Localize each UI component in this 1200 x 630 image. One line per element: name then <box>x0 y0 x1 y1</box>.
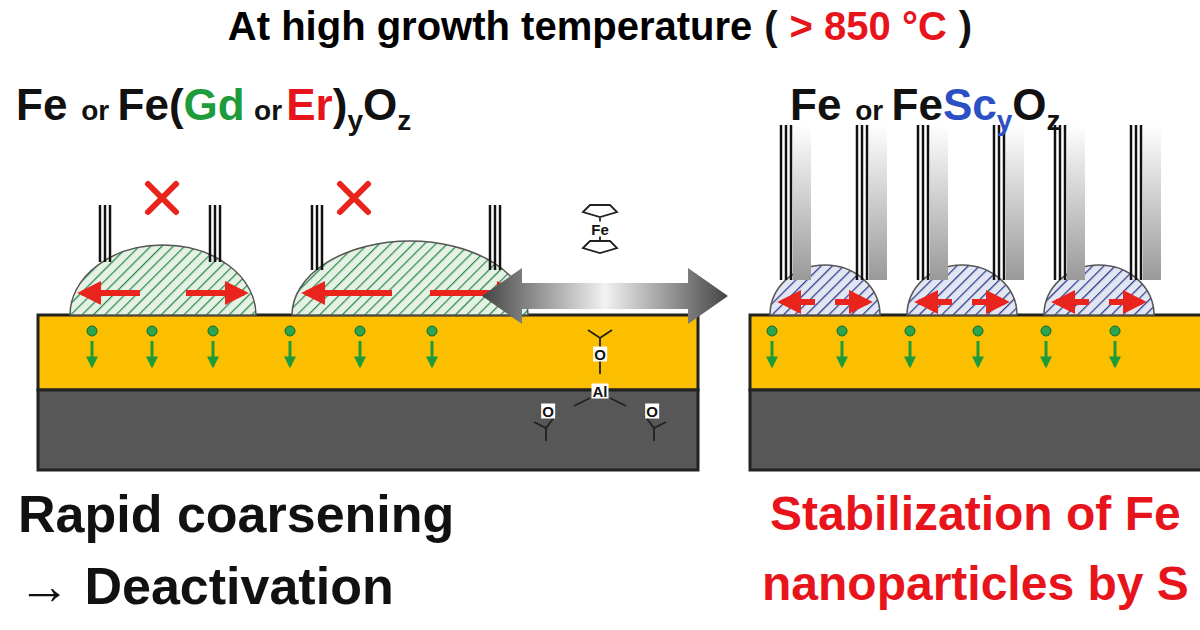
formula-part: or <box>81 95 109 127</box>
diffusion-arrow <box>1114 341 1117 366</box>
nanotube <box>861 125 864 280</box>
atom-dot <box>87 326 97 336</box>
nanotube <box>866 125 869 280</box>
atom-dot <box>1041 326 1051 336</box>
title: At high growth temperature <box>228 4 752 49</box>
formula: FeorFe(GdorEr)yOz <box>16 80 411 130</box>
formula-part: Fe( <box>118 80 184 130</box>
atom-dot <box>837 326 847 336</box>
nanotube <box>998 125 1001 280</box>
atom-dot <box>973 326 983 336</box>
title-part: > 850 °C <box>790 4 947 49</box>
diffusion-arrow <box>771 341 774 366</box>
formula-part: Er <box>286 80 332 130</box>
nanotube <box>993 125 996 280</box>
tube-shade <box>793 125 811 280</box>
title-part: ) <box>959 4 972 49</box>
nanotube <box>316 205 319 270</box>
subscript: z <box>1047 105 1061 137</box>
nanotube <box>922 125 925 280</box>
formula-part: O <box>1012 80 1046 130</box>
nanotube <box>209 205 212 262</box>
formula-part: or <box>254 95 282 127</box>
subscript: y <box>997 105 1013 137</box>
nanotube <box>1140 125 1143 280</box>
nanotube <box>494 205 497 270</box>
tube-shade <box>1006 125 1024 280</box>
nanotube <box>785 125 788 280</box>
atom-dot <box>355 326 365 336</box>
title-line: At high growth temperature ( > 850 °C) <box>0 4 1200 49</box>
nanotube <box>214 205 217 262</box>
atom-label: Fe <box>590 222 610 237</box>
atom-dot <box>1110 326 1120 336</box>
diffusion-arrow <box>431 341 434 366</box>
nanotube <box>489 205 492 270</box>
nanotube <box>790 125 793 280</box>
result-text: Rapid coarsening <box>18 488 454 540</box>
formula-part: ) <box>333 80 348 130</box>
nanotube <box>1003 125 1006 280</box>
nanotube <box>1135 125 1138 280</box>
diffusion-arrow <box>977 341 980 366</box>
atom-dot <box>147 326 157 336</box>
formula-part: Fe <box>892 80 943 130</box>
nanotube <box>1059 125 1062 280</box>
tube-shade <box>1067 125 1085 280</box>
diffusion-arrow <box>841 341 844 366</box>
nanotube <box>1130 125 1133 280</box>
formula-part: Sc <box>943 80 997 130</box>
nanotube <box>99 205 102 262</box>
diffusion-arrow <box>909 341 912 366</box>
nanotube-bundles <box>100 125 1141 280</box>
atom-dot <box>427 326 437 336</box>
nanotube <box>321 205 324 270</box>
nanotube <box>499 205 502 270</box>
title-part: ( <box>764 4 777 49</box>
result-text: nanoparticles by S <box>762 560 1189 608</box>
diffusion-arrow <box>1045 341 1048 366</box>
result-text: → Deactivation <box>18 560 394 612</box>
nanotube <box>856 125 859 280</box>
atom-label: O <box>541 404 555 419</box>
result-text: Stabilization of Fe <box>770 490 1181 538</box>
nanotube <box>917 125 920 280</box>
atom-dot <box>905 326 915 336</box>
nanotube <box>104 205 107 262</box>
nanotube <box>780 125 783 280</box>
nanotube <box>109 205 112 262</box>
tube-shade <box>1143 125 1161 280</box>
formula-part: O <box>363 80 397 130</box>
formula: FeorFeScyOz <box>790 80 1061 130</box>
nanotube <box>927 125 930 280</box>
tube-shade <box>869 125 887 280</box>
subscript: z <box>397 105 411 137</box>
atom-dot <box>285 326 295 336</box>
atom-dot <box>208 326 218 336</box>
atom-label: O <box>593 347 607 362</box>
atom-dot <box>767 326 777 336</box>
nanotube <box>219 205 222 262</box>
nanotube <box>311 205 314 270</box>
diffusion-arrow <box>91 341 94 366</box>
atom-label: O <box>645 404 659 419</box>
formula-part: or <box>855 95 883 127</box>
diffusing-atoms <box>87 326 1120 366</box>
atom-label: Al <box>592 384 609 399</box>
nanotube <box>1054 125 1057 280</box>
formula-part: Fe <box>16 80 67 130</box>
diffusion-arrow <box>359 341 362 366</box>
formula-part: Gd <box>184 80 245 130</box>
diffusion-arrow <box>151 341 154 366</box>
subscript: y <box>347 105 363 137</box>
tube-shade <box>930 125 948 280</box>
nanotube <box>1064 125 1067 280</box>
diffusion-arrow <box>212 341 215 366</box>
diffusion-arrow <box>289 341 292 366</box>
formula-part: Fe <box>790 80 841 130</box>
